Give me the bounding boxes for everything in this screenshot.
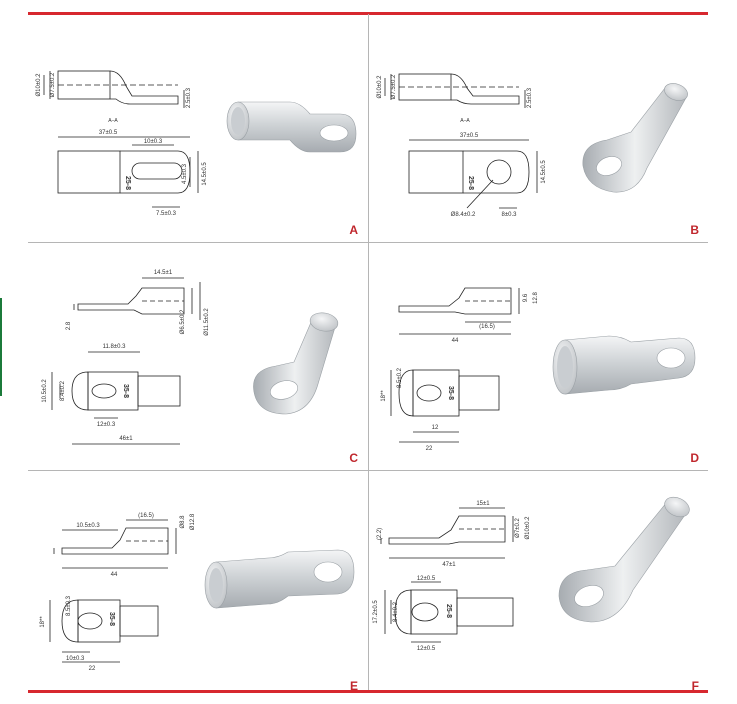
bottom-rule xyxy=(28,690,708,693)
row-divider-2 xyxy=(28,470,708,471)
dim-d-6: 12 xyxy=(432,425,439,431)
dim-f-3: Ø10±0.2 xyxy=(525,516,531,540)
panel-letter-d: D xyxy=(690,451,699,465)
drawing-f: (2.2) 15±1 Ø7±0.2 Ø10±0.2 47±1 12±0.5 17… xyxy=(373,496,690,652)
dim-d-1: 12.8 xyxy=(533,292,539,304)
marking-f: 25-8 xyxy=(445,604,452,618)
dim-d-0: 9.6 xyxy=(523,293,529,302)
dim-c-0: 14.5±1 xyxy=(154,270,173,276)
dim-e-6: 18** xyxy=(40,616,46,628)
dim-a-4: 4.5±0.3 xyxy=(182,163,188,184)
dim-c-5: 10.5±0.2 xyxy=(42,379,48,403)
panel-b: 37±0.5 14.5±0.5 Ø8.4±0.2 8±0.3 Ø10±0.2 Ø… xyxy=(369,16,709,243)
cable-lug-photo-f xyxy=(558,496,690,623)
cable-lug-photo-e xyxy=(204,549,355,609)
panel-e: 10.5±0.3 (16.5) Ø8.8 Ø12.8 44 8.5±0.3 18… xyxy=(28,472,368,699)
marking-a: 25-8 xyxy=(124,176,131,190)
dim-b-0: 37±0.5 xyxy=(460,133,479,139)
dim-c-2: Ø11.5±0.2 xyxy=(204,308,210,336)
panel-letter-b: B xyxy=(690,223,699,237)
top-rule xyxy=(28,12,708,15)
marking-c: 35-8 xyxy=(122,384,129,398)
dim-e-1: (16.5) xyxy=(138,513,154,519)
marking-d: 35-8 xyxy=(447,386,454,400)
cable-lug-photo-c xyxy=(253,312,339,415)
dim-b-5: Ø7.5±0.2 xyxy=(391,74,397,99)
section-label-b: A–A xyxy=(460,118,470,124)
panel-letter-f: F xyxy=(691,679,699,693)
dim-c-7: 12±0.3 xyxy=(97,422,116,428)
dim-a-6: Ø7.5±0.2 xyxy=(50,72,56,97)
dim-e-3: Ø12.8 xyxy=(190,513,196,530)
dim-b-4: Ø10±0.2 xyxy=(377,75,383,99)
dim-e-8: 22 xyxy=(89,666,96,672)
drawing-d: 9.6 12.8 (16.5) 44 8.5±0.2 18** 12 22 35… xyxy=(381,287,696,452)
dim-e-0: 10.5±0.3 xyxy=(76,523,100,529)
panel-a: 37±0.5 10±0.3 7.5±0.3 14.5±0.5 4.5±0.3 Ø… xyxy=(28,16,368,243)
dim-f-1: 15±1 xyxy=(476,501,490,507)
marking-e: 35-8 xyxy=(108,612,115,626)
drawing-c: 14.5±1 Ø6.5±0.2 Ø11.5±0.2 2.8 11.8±0.3 1… xyxy=(42,270,339,445)
cable-lug-photo-b xyxy=(582,83,688,193)
section-label-a: A–A xyxy=(108,118,118,124)
dim-f-6: 17.2±0.5 xyxy=(373,600,379,624)
panel-c: 14.5±1 Ø6.5±0.2 Ø11.5±0.2 2.8 11.8±0.3 1… xyxy=(28,244,368,471)
dim-a-7: 2.5±0.3 xyxy=(186,87,192,108)
side-marker xyxy=(0,298,2,396)
dim-a-5: Ø10±0.2 xyxy=(36,73,42,97)
dim-d-5: 18** xyxy=(381,390,387,402)
dim-b-3: 8±0.3 xyxy=(502,212,518,218)
dim-c-4: 11.8±0.3 xyxy=(103,344,127,350)
panel-letter-a: A xyxy=(349,223,358,237)
dim-d-4: 8.5±0.2 xyxy=(397,367,403,388)
drawing-b: 37±0.5 14.5±0.5 Ø8.4±0.2 8±0.3 Ø10±0.2 Ø… xyxy=(377,73,688,218)
dim-e-5: 8.5±0.3 xyxy=(66,595,72,616)
dim-e-7: 10±0.3 xyxy=(66,656,85,662)
dim-c-6: 8.4±0.2 xyxy=(60,380,66,401)
cable-lug-photo-a xyxy=(226,101,357,153)
dim-f-4: 47±1 xyxy=(442,562,456,568)
dim-b-6: 2.5±0.3 xyxy=(527,87,533,108)
dim-f-7: 8.4±0.2 xyxy=(393,601,399,622)
dim-f-8: 12±0.5 xyxy=(417,646,436,652)
dim-e-4: 44 xyxy=(111,572,118,578)
dim-d-3: 44 xyxy=(452,338,459,344)
panel-f: (2.2) 15±1 Ø7±0.2 Ø10±0.2 47±1 12±0.5 17… xyxy=(369,472,709,699)
panel-letter-e: E xyxy=(349,679,358,693)
cable-lug-photo-d xyxy=(552,335,696,395)
dim-c-8: 46±1 xyxy=(119,436,133,442)
column-divider xyxy=(368,14,369,690)
drawing-a: 37±0.5 10±0.3 7.5±0.3 14.5±0.5 4.5±0.3 Ø… xyxy=(36,70,357,217)
dim-f-0: (2.2) xyxy=(377,528,383,540)
dim-c-3: 2.8 xyxy=(66,321,72,330)
dim-b-2: Ø8.4±0.2 xyxy=(451,212,476,218)
dim-f-2: Ø7±0.2 xyxy=(515,518,521,538)
dim-a-2: 7.5±0.3 xyxy=(156,211,177,217)
dim-d-2: (16.5) xyxy=(479,324,495,330)
dim-a-3: 14.5±0.5 xyxy=(202,162,208,186)
panel-d: 9.6 12.8 (16.5) 44 8.5±0.2 18** 12 22 35… xyxy=(369,244,709,471)
drawing-e: 10.5±0.3 (16.5) Ø8.8 Ø12.8 44 8.5±0.3 18… xyxy=(40,513,355,672)
marking-b: 25-8 xyxy=(467,176,474,190)
dim-d-7: 22 xyxy=(426,446,433,452)
row-divider-1 xyxy=(28,242,708,243)
dim-a-0: 37±0.5 xyxy=(99,130,118,136)
dim-e-2: Ø8.8 xyxy=(180,515,186,529)
panel-letter-c: C xyxy=(349,451,358,465)
dim-a-1: 10±0.3 xyxy=(144,139,163,145)
dim-b-1: 14.5±0.5 xyxy=(541,160,547,184)
dim-f-5: 12±0.5 xyxy=(417,576,436,582)
dim-c-1: Ø6.5±0.2 xyxy=(180,309,186,334)
